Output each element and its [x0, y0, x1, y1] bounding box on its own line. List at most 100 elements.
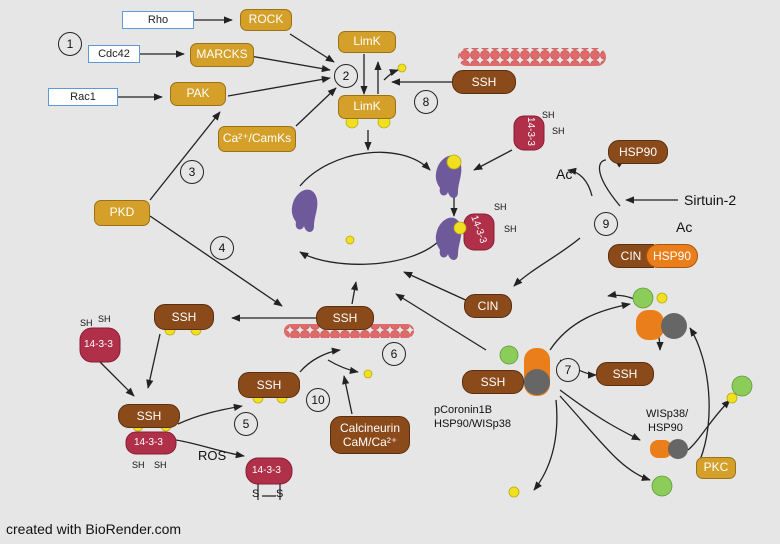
- arrow-calcineurin-ssh: [342, 375, 353, 415]
- arrow-complex-wisp: [559, 389, 641, 441]
- arrow-complex-ssh-mid: [177, 403, 243, 425]
- arrow-complex-green: [559, 395, 651, 481]
- label-1433-complex: 14-3-3: [134, 437, 163, 448]
- arrow-pak-limk: [227, 75, 331, 97]
- 1433-proteins: [79, 115, 545, 485]
- green-proteins: [499, 287, 753, 497]
- node-marcks: MARCKS: [190, 43, 254, 67]
- label-disulfide-s2: S: [276, 488, 284, 500]
- label-wisp38: WISp38/: [646, 408, 689, 420]
- node-ssh-complex: SSH: [118, 404, 180, 428]
- line-deacetylation: [598, 159, 621, 207]
- 1433-ros: [245, 457, 293, 485]
- arrow-pkd-ssh: [149, 215, 283, 307]
- step-7: 7: [556, 358, 580, 382]
- node-rock: ROCK: [240, 9, 292, 31]
- arrow-wisp-top: [689, 327, 710, 461]
- node-ssh-mid: SSH: [238, 372, 300, 398]
- cam-ca-label: CaM/Ca²⁺: [342, 435, 398, 449]
- label-ac-release: Ac: [556, 166, 573, 182]
- step-6: 6: [382, 342, 406, 366]
- step-9: 9: [594, 212, 618, 236]
- node-pkd: PKD: [94, 200, 150, 226]
- label-sh-complex-1: SH: [132, 460, 145, 470]
- green-protein-complex: [499, 345, 519, 365]
- label-1433-top: 14-3-3: [524, 117, 536, 146]
- node-pkc: PKC: [696, 457, 736, 479]
- label-sh-cofilin-2: SH: [504, 224, 517, 234]
- node-limk-active: LimK: [338, 95, 396, 119]
- node-hsp90-complex: HSP90: [646, 244, 698, 268]
- 1433-top: [513, 115, 545, 151]
- node-camks: Ca²⁺/CamKs: [218, 126, 296, 152]
- step-4: 4: [210, 236, 234, 260]
- node-rho: Rho: [122, 11, 194, 29]
- green-protein-bottom: [651, 475, 673, 497]
- node-ssh-left: SSH: [154, 304, 214, 330]
- arrow-wisp-pkc: [687, 399, 731, 451]
- label-hsp90-wisp38: HSP90/WISp38: [434, 418, 512, 430]
- biorender-credit: created with BioRender.com: [6, 521, 182, 537]
- step-2: 2: [334, 64, 358, 88]
- node-calcineurin: Calcineurin CaM/Ca²⁺: [330, 416, 410, 454]
- cycle-arc-top: [299, 151, 431, 187]
- arrow-cin-hsp90-to-cin: [513, 237, 581, 287]
- arrow-cin-cycle: [403, 271, 471, 303]
- step-1: 1: [58, 32, 82, 56]
- arrow-1433-complex: [99, 361, 135, 397]
- step-5: 5: [234, 412, 258, 436]
- arrow-complex-ros: [175, 439, 245, 459]
- label-sh-left-2: SH: [98, 314, 111, 324]
- arrow-complex-cycle: [395, 293, 487, 351]
- node-pak: PAK: [170, 82, 226, 106]
- cycle-arc-bottom: [299, 239, 441, 265]
- cofilin-free: [291, 189, 318, 232]
- label-ros: ROS: [198, 448, 227, 463]
- arrow-ssh-left-complex: [146, 333, 161, 389]
- label-sh-complex-2: SH: [154, 460, 167, 470]
- arrow-camks-limk: [295, 87, 337, 127]
- calcineurin-label: Calcineurin: [339, 420, 401, 435]
- arrow-pkd-pak: [149, 111, 221, 201]
- green-protein-pkc: [731, 375, 753, 397]
- 1433-complex: [125, 431, 177, 455]
- actin-filament-top: [458, 48, 606, 66]
- node-ssh-right: SSH: [596, 362, 654, 386]
- node-ssh-right-bottom: SSH: [462, 370, 524, 394]
- arrow-complex-to-top: [549, 302, 631, 351]
- label-1433-ros: 14-3-3: [252, 465, 281, 476]
- arrow-ssh-mid-up: [299, 347, 341, 373]
- arrow-ssh-cycle: [350, 281, 359, 305]
- node-cdc42: Cdc42: [88, 45, 140, 63]
- step-10: 10: [306, 388, 330, 412]
- node-limk-inactive: LimK: [338, 31, 396, 53]
- step-3: 3: [180, 160, 204, 184]
- label-wisp-hsp90: HSP90: [648, 422, 683, 434]
- node-ssh-center: SSH: [316, 306, 374, 330]
- 1433-left: [79, 327, 121, 363]
- label-ac-complex: Ac: [676, 219, 693, 235]
- wisp-complex-top: [636, 310, 687, 340]
- arrow-1433-cofilin: [473, 149, 513, 171]
- arrow-marcks-limk: [249, 55, 331, 73]
- arrow-complex-yellow: [533, 399, 558, 491]
- label-disulfide-s1: S: [252, 488, 260, 500]
- node-ssh-actin-top: SSH: [452, 70, 516, 94]
- label-sh-cofilin-1: SH: [494, 202, 507, 212]
- arrow-phosphate-ssh-mid: [327, 359, 359, 374]
- label-pcoronin: pCoronin1B: [434, 404, 493, 416]
- step-8: 8: [414, 90, 438, 114]
- label-sh-top-2: SH: [552, 126, 565, 136]
- node-cin: CIN: [464, 294, 512, 318]
- actin-filament-center: [284, 324, 414, 338]
- label-sh-top-1: SH: [542, 110, 555, 120]
- arrow-rock-limk: [289, 33, 335, 63]
- node-rac1: Rac1: [48, 88, 118, 106]
- label-1433-left: 14-3-3: [84, 339, 113, 350]
- node-hsp90-top: HSP90: [608, 140, 668, 164]
- wisp-complex-bottom: [650, 439, 688, 459]
- wisp-complex-center: [524, 348, 550, 396]
- green-protein-top: [632, 287, 654, 309]
